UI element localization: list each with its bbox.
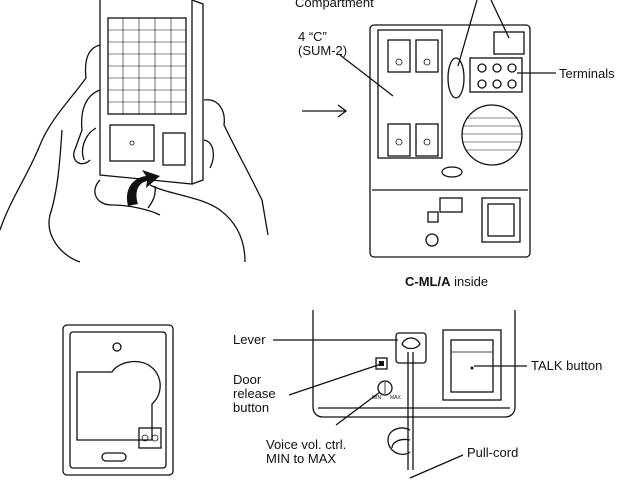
lever-label: Lever — [233, 332, 266, 347]
flip-arrow-icon — [126, 170, 160, 209]
back-plate-terminals — [138, 427, 162, 449]
inside-view-illustration — [369, 24, 531, 258]
leader-lines — [273, 0, 556, 479]
lower-panel — [109, 124, 155, 162]
model-name: C-ML/A — [405, 274, 451, 289]
voice-volume-label: Voice vol. ctrl. MIN to MAX — [266, 437, 347, 466]
battery-compartment — [377, 29, 443, 159]
talk-button-label: TALK button — [531, 358, 603, 373]
right-arrow-icon — [302, 104, 348, 118]
hands-unit-illustration — [0, 0, 269, 263]
max-mark: MAX — [390, 395, 401, 401]
speaker-grille — [107, 17, 187, 115]
lever-mechanism — [395, 332, 427, 470]
back-plate-illustration — [62, 324, 174, 476]
pull-cord-label: Pull-cord — [467, 445, 519, 460]
speaker-circle — [461, 104, 523, 166]
terminals-label: Terminals — [559, 66, 615, 81]
door-release-button — [375, 357, 388, 370]
talk-key — [162, 132, 186, 166]
voice-volume-knob — [377, 380, 393, 396]
door-release-label: Door release button — [233, 372, 276, 415]
compartment-label: Compartment — [295, 0, 374, 10]
lower-detail-illustration — [312, 310, 516, 470]
min-mark: MIN — [372, 395, 382, 401]
inside-caption: C-ML/A inside — [405, 275, 488, 289]
terminal-block — [469, 57, 523, 93]
inside-suffix: inside — [450, 274, 489, 289]
talk-button — [442, 329, 502, 401]
pull-cord — [387, 427, 411, 455]
battery-label: 4 “C” (SUM-2) — [298, 29, 348, 58]
